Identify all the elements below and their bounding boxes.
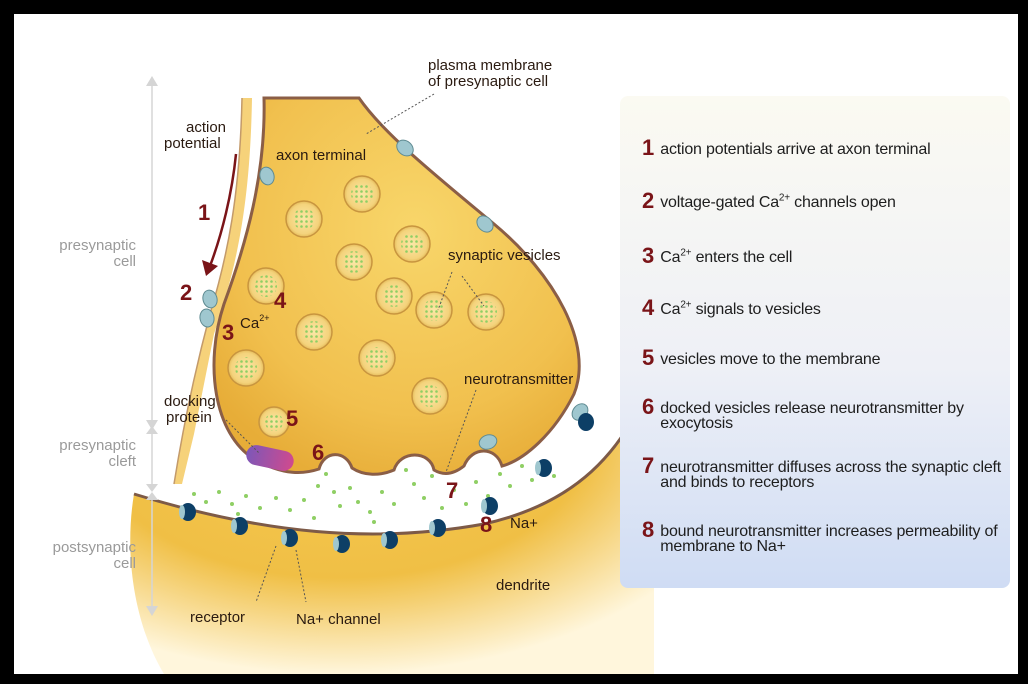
legend-number: 2 — [642, 191, 654, 211]
step-number-5: 5 — [286, 406, 298, 431]
label-postsynaptic-cell-2: cell — [113, 555, 136, 572]
legend-text: docked vesicles release neurotransmitter… — [660, 397, 1002, 431]
vesicle — [286, 201, 322, 237]
label-action: action — [186, 119, 226, 136]
label-postsynaptic-cell-1: postsynaptic — [53, 539, 137, 556]
legend-text: Ca2+ signals to vesicles — [660, 298, 820, 317]
legend-panel: 1 action potentials arrive at axon termi… — [620, 96, 1010, 588]
arrow-head — [202, 260, 218, 276]
legend-number: 7 — [642, 456, 654, 476]
label-docking: docking — [164, 393, 216, 410]
legend-number: 1 — [642, 138, 654, 158]
synapse-diagram: plasma membrane of presynaptic cell acti… — [14, 14, 1018, 674]
legend-text: vesicles move to the membrane — [660, 348, 880, 367]
legend-number: 6 — [642, 397, 654, 417]
step-number-1: 1 — [198, 200, 210, 225]
vesicle — [259, 407, 289, 437]
legend-text: Ca2+ enters the cell — [660, 246, 792, 265]
legend-item-6: 6 docked vesicles release neurotransmitt… — [642, 397, 1002, 431]
step-number-8: 8 — [480, 512, 492, 537]
step-number-4: 4 — [274, 288, 287, 313]
vesicle — [344, 176, 380, 212]
legend-item-8: 8 bound neurotransmitter increases perme… — [642, 520, 1002, 554]
vesicle — [336, 244, 372, 280]
label-protein: protein — [166, 409, 212, 426]
label-potential: potential — [164, 135, 221, 152]
legend-number: 3 — [642, 246, 654, 266]
label-presynaptic-cell-1: presynaptic — [59, 237, 136, 254]
label-presynaptic-cleft-1: presynaptic — [59, 437, 136, 454]
vesicle — [412, 378, 448, 414]
label-presynaptic-cleft-2: cleft — [108, 453, 136, 470]
legend-item-5: 5 vesicles move to the membrane — [642, 348, 1002, 368]
legend-item-2: 2 voltage-gated Ca2+ channels open — [642, 191, 1002, 211]
vesicle — [228, 350, 264, 386]
label-plasma-membrane-2: of presynaptic cell — [428, 73, 548, 90]
legend-item-1: 1 action potentials arrive at axon termi… — [642, 138, 1002, 158]
legend-item-7: 7 neurotransmitter diffuses across the s… — [642, 456, 1002, 490]
label-synaptic-vesicles: synaptic vesicles — [448, 247, 561, 264]
vesicle — [394, 226, 430, 262]
vesicle — [468, 294, 504, 330]
legend-text: neurotransmitter diffuses across the syn… — [660, 456, 1002, 490]
label-axon-terminal: axon terminal — [276, 147, 366, 164]
label-na-channel: Na+ channel — [296, 611, 381, 628]
label-plasma-membrane-1: plasma membrane — [428, 57, 552, 74]
step-number-7: 7 — [446, 478, 458, 503]
legend-text: bound neurotransmitter increases permeab… — [660, 520, 1002, 554]
legend-item-3: 3 Ca2+ enters the cell — [642, 246, 1002, 266]
step-number-3: 3 — [222, 320, 234, 345]
step-number-6: 6 — [312, 440, 324, 465]
vesicle — [296, 314, 332, 350]
label-neurotransmitter: neurotransmitter — [464, 371, 573, 388]
legend-text: voltage-gated Ca2+ channels open — [660, 191, 895, 210]
legend-number: 4 — [642, 298, 654, 318]
vesicle — [359, 340, 395, 376]
label-presynaptic-cell-2: cell — [113, 253, 136, 270]
step-number-2: 2 — [180, 280, 192, 305]
legend-number: 5 — [642, 348, 654, 368]
legend-text: action potentials arrive at axon termina… — [660, 138, 930, 157]
legend-number: 8 — [642, 520, 654, 540]
vesicle — [416, 292, 452, 328]
label-receptor: receptor — [190, 609, 245, 626]
vesicle — [376, 278, 412, 314]
legend-item-4: 4 Ca2+ signals to vesicles — [642, 298, 1002, 318]
label-sodium: Na+ — [510, 515, 538, 532]
label-dendrite: dendrite — [496, 577, 550, 594]
